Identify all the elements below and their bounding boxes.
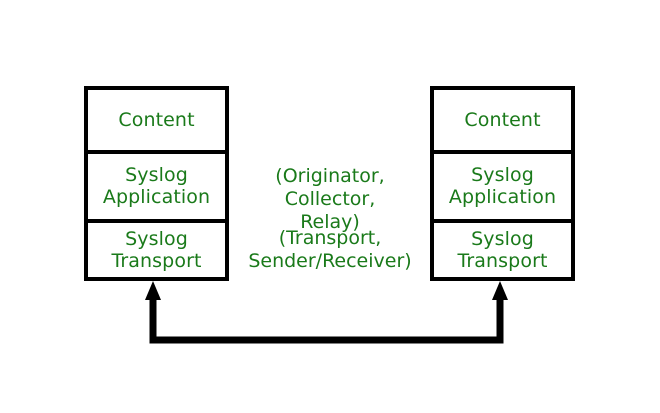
annotation-transport-roles: (Transport, Sender/Receiver)	[248, 227, 412, 273]
layer-syslog-application-left: Syslog Application	[88, 149, 225, 220]
layer-content-left: Content	[88, 90, 225, 150]
syslog-stack-left: Content Syslog Application Syslog Transp…	[84, 86, 229, 281]
arrowhead-up-left-icon	[145, 281, 161, 300]
arrowhead-up-right-icon	[492, 281, 508, 300]
annotation-application-roles: (Originator, Collector, Relay)	[275, 165, 385, 234]
layer-syslog-application-right: Syslog Application	[434, 149, 571, 220]
connector-path	[149, 292, 504, 344]
layer-syslog-transport-right: Syslog Transport	[434, 219, 571, 277]
layer-content-right: Content	[434, 90, 571, 150]
syslog-stack-right: Content Syslog Application Syslog Transp…	[430, 86, 575, 281]
layer-syslog-transport-left: Syslog Transport	[88, 219, 225, 277]
